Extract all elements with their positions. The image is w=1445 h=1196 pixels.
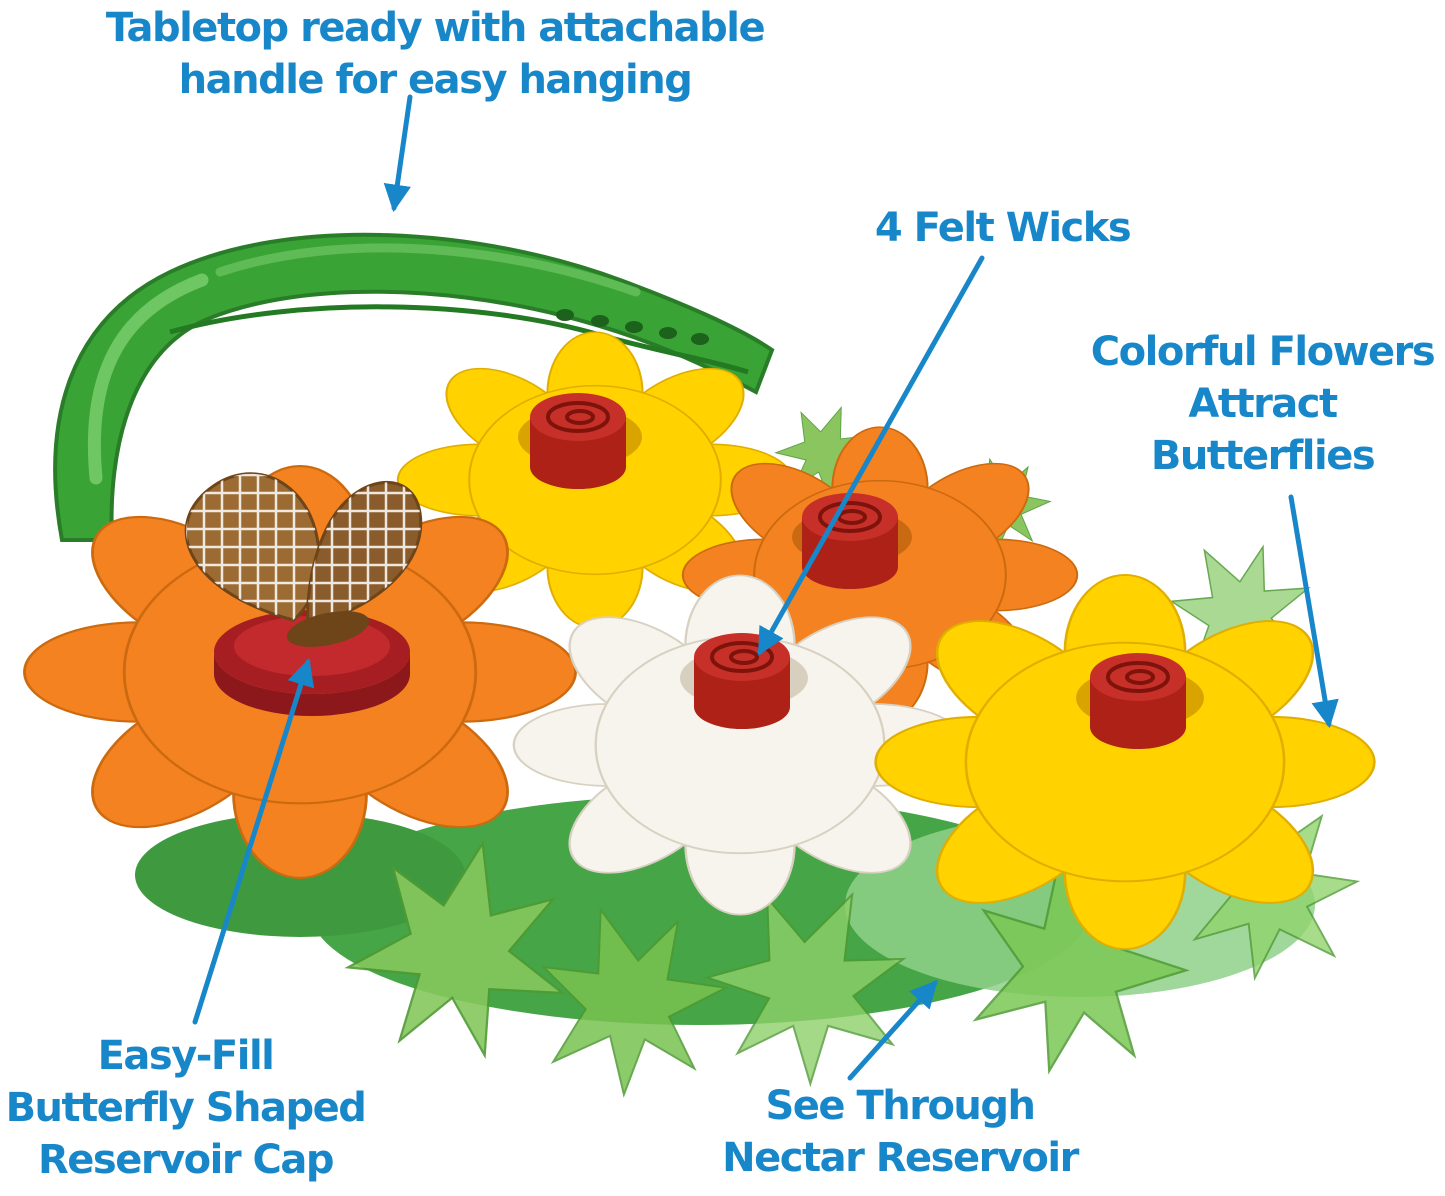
callout-nectar-reservoir: See Through Nectar Reservoir <box>690 1080 1110 1184</box>
callout-reservoir-line-1: See Through <box>765 1083 1036 1129</box>
callout-colorful-flowers: Colorful Flowers Attract Butterflies <box>1080 326 1445 482</box>
butterfly-figure <box>184 472 423 647</box>
callout-handle-line-1: Tabletop ready with attachable <box>105 5 766 51</box>
felt-wick <box>692 631 792 731</box>
butterfly-body <box>286 611 370 647</box>
handle-highlight <box>87 273 209 485</box>
handle-highlight-top <box>215 243 641 297</box>
felt-wick <box>528 391 628 491</box>
yellow-flower-right <box>874 573 1376 951</box>
callout-wicks-line-1: 4 Felt Wicks <box>874 205 1132 251</box>
callout-flowers-line-1: Colorful Flowers <box>1090 329 1436 375</box>
callout-reservoir-line-2: Nectar Reservoir <box>722 1135 1079 1181</box>
callout-cap-line-3: Reservoir Cap <box>38 1137 335 1183</box>
callout-flowers-line-2: Attract <box>1188 381 1338 427</box>
callout-handle-line-2: handle for easy hanging <box>178 57 693 103</box>
handle-groove <box>169 304 749 375</box>
callout-cap-line-2: Butterfly Shaped <box>5 1085 367 1131</box>
felt-wick <box>800 491 900 591</box>
callout-reservoir-cap: Easy-Fill Butterfly Shaped Reservoir Cap <box>3 1030 368 1186</box>
handle-vent-holes <box>556 309 709 345</box>
callout-cap-line-1: Easy-Fill <box>97 1033 275 1079</box>
callout-handle: Tabletop ready with attachable handle fo… <box>95 2 775 106</box>
callout-felt-wicks: 4 Felt Wicks <box>850 202 1155 254</box>
hanging-handle <box>53 232 775 542</box>
callout-flowers-line-3: Butterflies <box>1150 433 1376 479</box>
felt-wick <box>1088 651 1188 751</box>
